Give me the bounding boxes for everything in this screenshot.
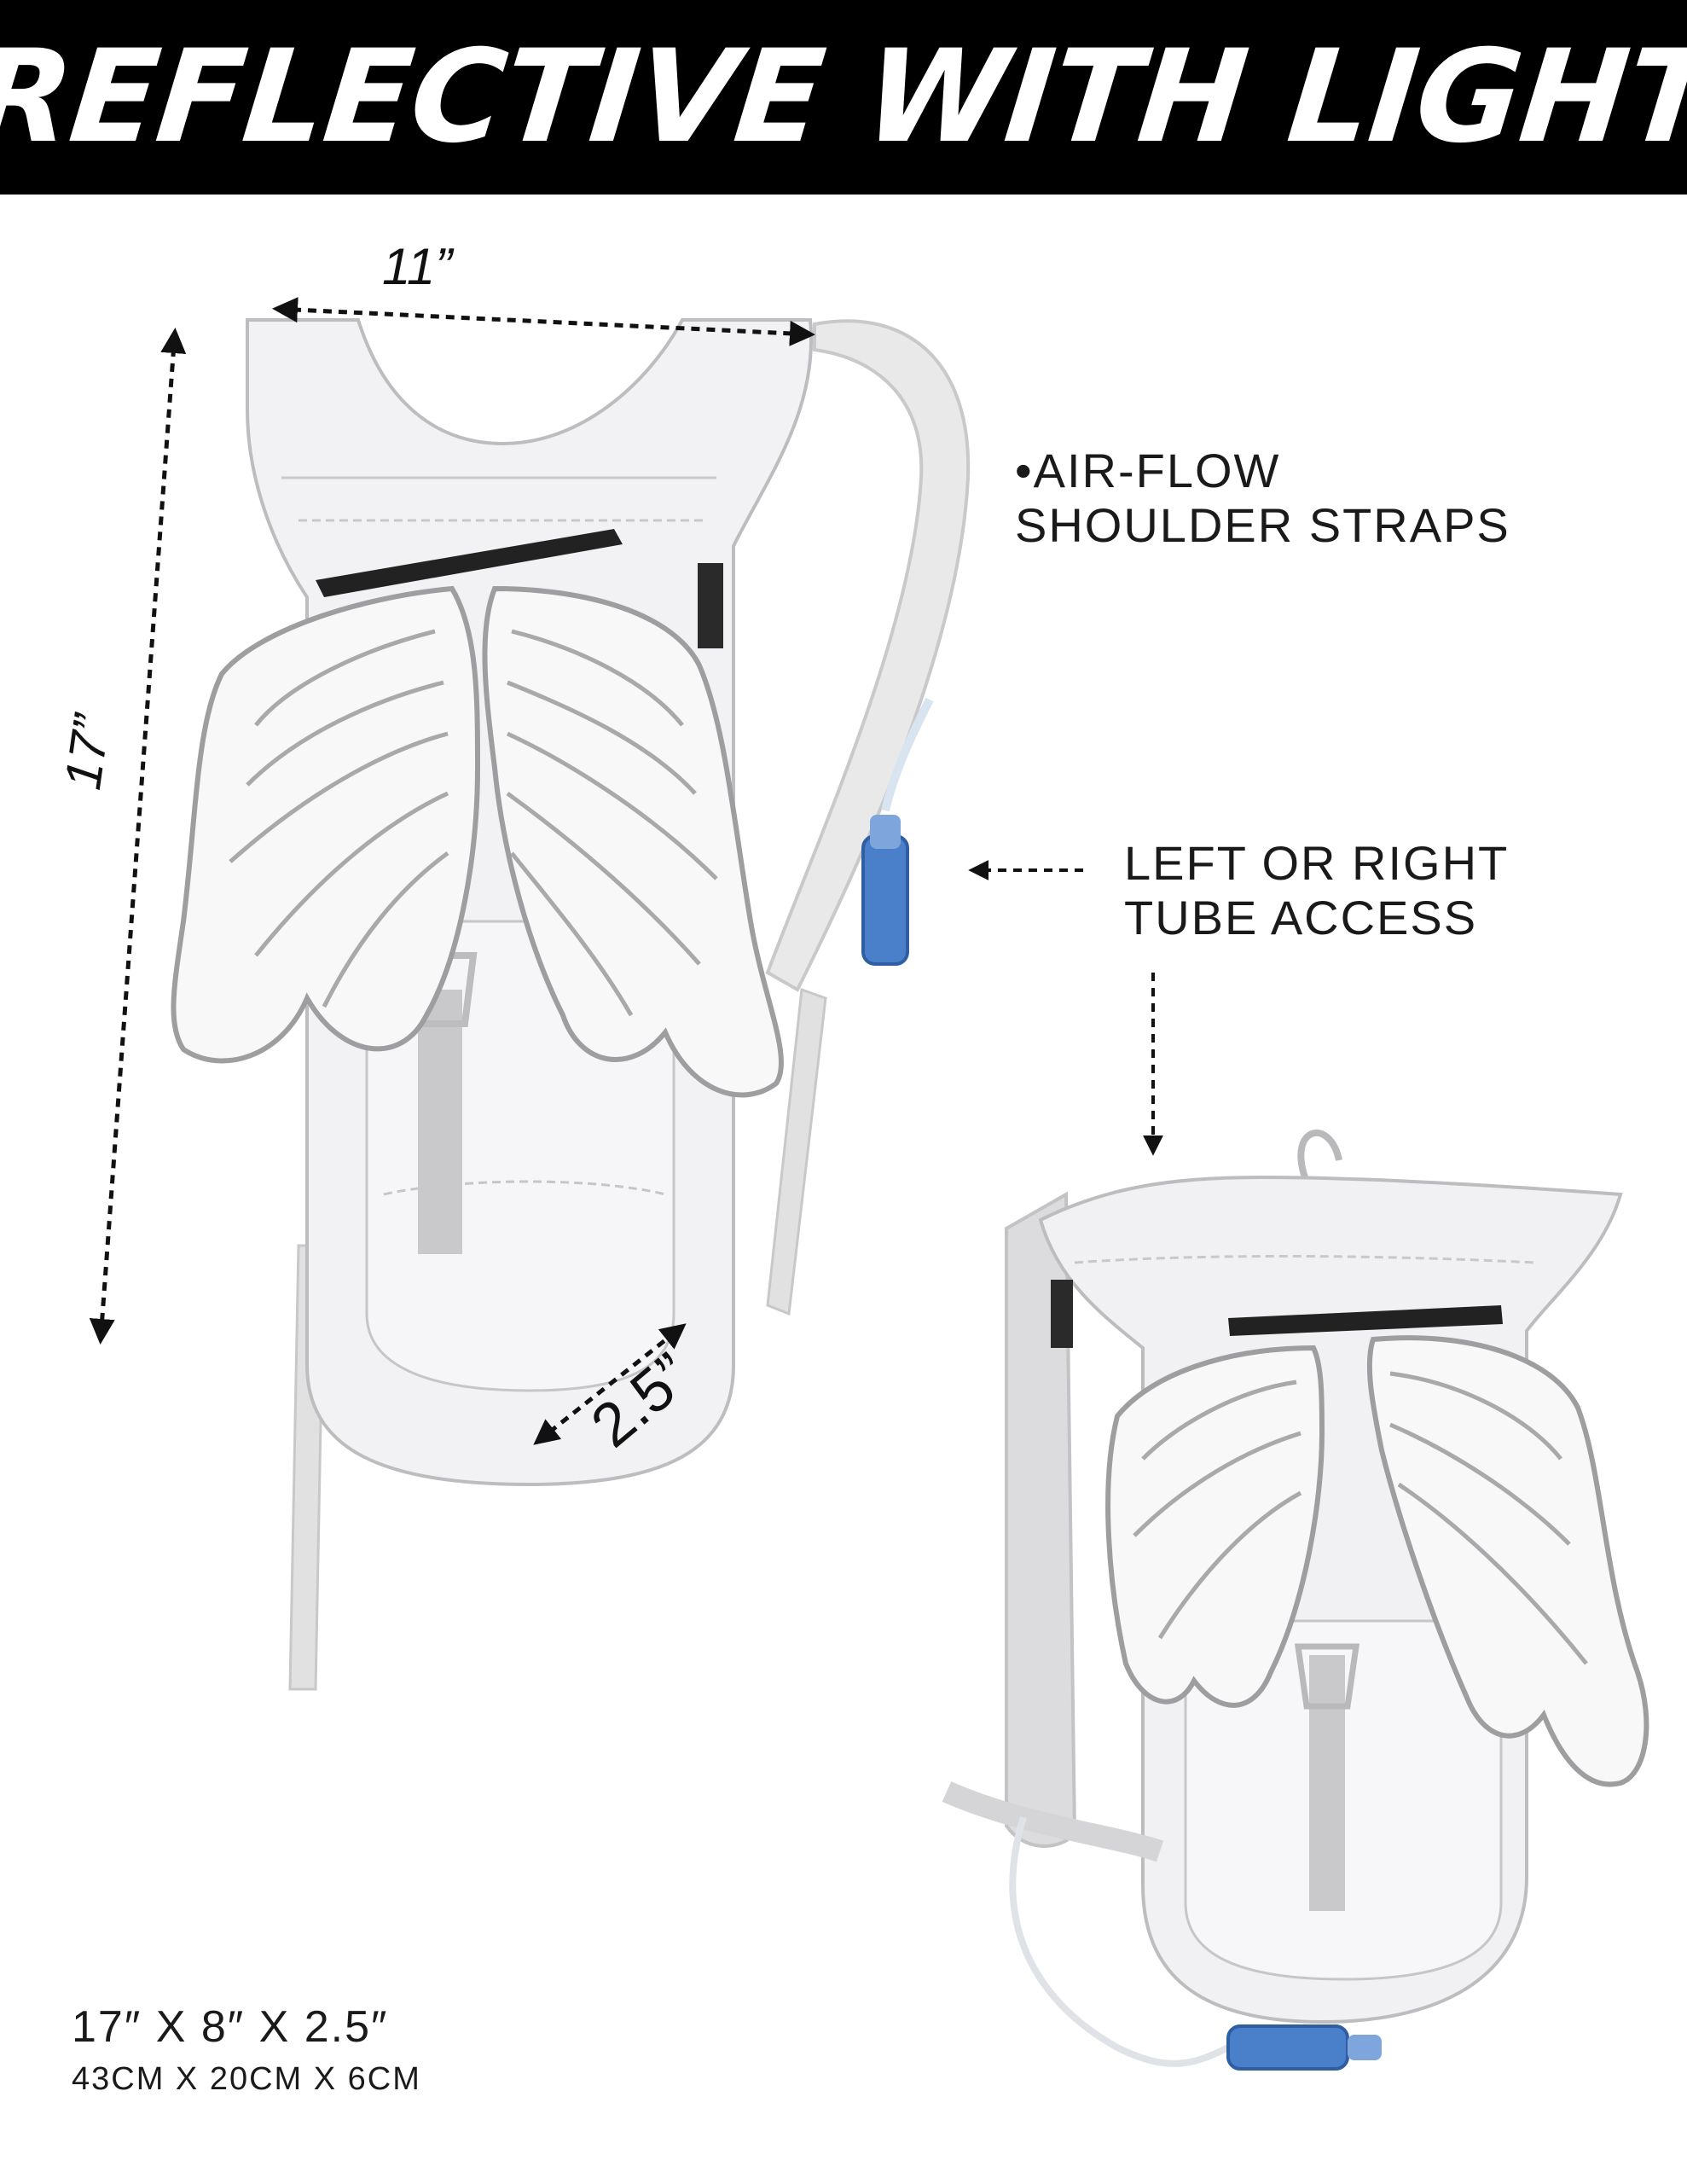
height-arrow xyxy=(89,328,187,1345)
size-metric: 43CM X 20CM X 6CM xyxy=(72,2061,421,2097)
strap-webbing xyxy=(766,987,827,1316)
zipper-side xyxy=(1228,1305,1503,1336)
straps-feature: •AIR-FLOW SHOULDER STRAPS xyxy=(1015,444,1510,553)
backpack-side xyxy=(942,1130,1649,2071)
tube-feature: LEFT OR RIGHT TUBE ACCESS xyxy=(1124,836,1509,945)
width-arrow xyxy=(272,297,815,346)
shoulder-strap xyxy=(765,319,971,992)
brand-tag xyxy=(698,563,723,648)
width-label: 11” xyxy=(382,238,453,295)
wing-side-left xyxy=(1105,1345,1325,1708)
backpack-front xyxy=(171,318,971,1691)
tube-line1: LEFT OR RIGHT xyxy=(1124,836,1510,890)
depth-arrow xyxy=(533,1323,687,1445)
zipper xyxy=(316,529,623,597)
height-label: 17” xyxy=(53,712,121,793)
wing-left xyxy=(171,585,481,1064)
compression-strap xyxy=(418,990,462,1254)
bite-valve-side-icon xyxy=(1226,2024,1382,2071)
size-imperial: 17″ X 8″ X 2.5″ xyxy=(72,2002,389,2052)
brand-tag-side xyxy=(1051,1280,1073,1348)
title-banner: REFLECTIVE WITH LIGHT xyxy=(0,0,1687,195)
wing-side-right xyxy=(1366,1335,1649,1787)
bite-valve-icon xyxy=(861,697,934,966)
tube-line2: TUBE ACCESS xyxy=(1124,891,1478,944)
drink-tube xyxy=(1009,1815,1230,2067)
wing-right xyxy=(482,585,784,1098)
straps-line2: SHOULDER STRAPS xyxy=(1015,498,1510,552)
size-block: 17″ X 8″ X 2.5″ 43CM X 20CM X 6CM xyxy=(72,2001,421,2098)
straps-line1: •AIR-FLOW xyxy=(1015,444,1281,497)
